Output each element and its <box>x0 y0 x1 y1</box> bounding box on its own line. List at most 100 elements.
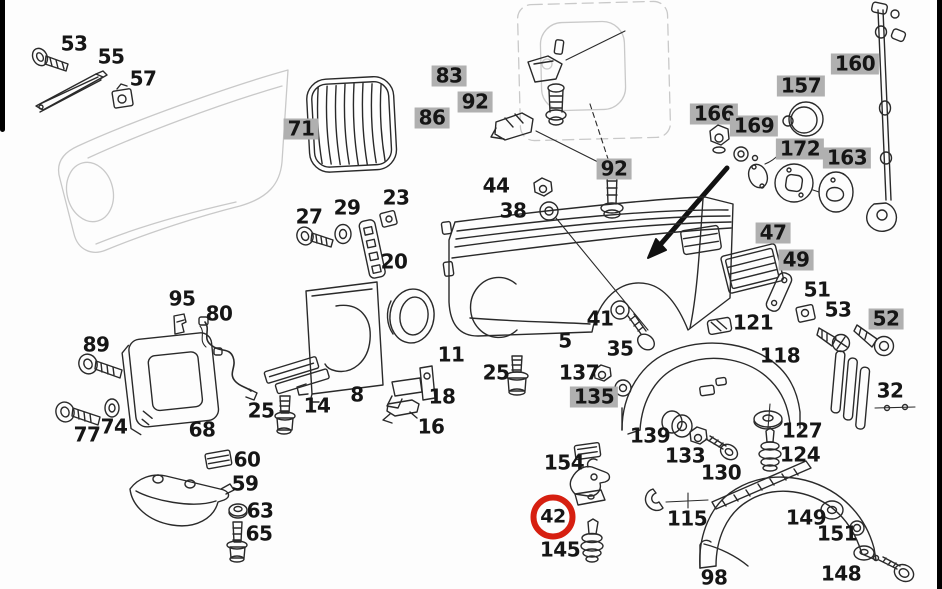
part-label-135: 135 <box>569 386 619 408</box>
stud-124-art <box>758 427 782 472</box>
part-label-86: 86 <box>414 107 450 129</box>
part-label-59: 59 <box>231 471 259 496</box>
part-label-47: 47 <box>755 222 791 244</box>
part-label-20: 20 <box>380 249 408 274</box>
part-label-74: 74 <box>100 414 128 439</box>
screw-65-art <box>226 521 248 563</box>
grille-71-art <box>306 76 398 173</box>
part-label-166: 166 <box>689 103 739 125</box>
harness-80-art <box>198 316 258 401</box>
screw-53-right-art <box>816 327 851 353</box>
part-label-53: 53 <box>60 31 88 56</box>
cover-163-art <box>812 171 854 213</box>
part-label-38: 38 <box>499 198 527 223</box>
washer-41-art <box>610 300 630 320</box>
clip-154-art <box>573 441 602 461</box>
ring-151-art <box>849 520 865 536</box>
part-label-25: 25 <box>482 360 510 385</box>
part-label-44: 44 <box>482 173 510 198</box>
part-label-35: 35 <box>606 336 634 361</box>
part-label-127: 127 <box>781 418 823 443</box>
part-label-16: 16 <box>417 414 445 439</box>
screw-77-art <box>55 401 101 426</box>
part-label-115: 115 <box>666 506 708 531</box>
part-label-130: 130 <box>700 460 742 485</box>
part-label-55: 55 <box>97 44 125 69</box>
washer-74-art <box>104 398 120 418</box>
part-label-169: 169 <box>729 115 779 137</box>
strip-20-art <box>358 219 386 279</box>
clip-115-art <box>644 488 709 512</box>
washer-149-art <box>820 500 844 520</box>
part-label-8: 8 <box>350 382 364 407</box>
vent-47-art <box>720 243 785 294</box>
part-label-51: 51 <box>803 277 831 302</box>
part-label-83: 83 <box>431 65 467 87</box>
part-label-92: 92 <box>596 158 632 180</box>
washer-148-art <box>853 545 875 561</box>
fender-panel-art <box>440 196 734 339</box>
ring-11-art <box>386 288 435 344</box>
part-label-60: 60 <box>233 447 261 472</box>
part-label-29: 29 <box>333 195 361 220</box>
panel-8-art <box>296 281 384 403</box>
part-label-89: 89 <box>82 332 110 357</box>
part-label-149: 149 <box>785 505 827 530</box>
washer-63-art <box>228 503 248 519</box>
strips-32-art <box>830 350 916 430</box>
antenna-160-art <box>866 1 907 232</box>
washer-127-art <box>753 410 783 430</box>
clip-60-art <box>204 449 233 470</box>
part-label-23: 23 <box>382 185 410 210</box>
part-label-25: 25 <box>247 398 275 423</box>
part-label-52: 52 <box>868 308 904 330</box>
screw-92a-art <box>545 83 567 126</box>
part-label-77: 77 <box>73 422 101 447</box>
part-label-118: 118 <box>759 343 801 368</box>
bracket-18-art <box>386 365 436 409</box>
bracket-16-art <box>382 399 420 424</box>
stud-145-art <box>580 518 604 563</box>
part-label-145: 145 <box>539 537 581 562</box>
part-label-139: 139 <box>629 423 671 448</box>
clip-57-art <box>111 83 134 109</box>
bolt-25-center-art <box>505 355 529 396</box>
nut-44-art <box>533 177 553 197</box>
base-plate-172-art <box>774 163 814 203</box>
rivet-52-art <box>853 324 895 357</box>
clip-121-art <box>706 316 733 336</box>
bumper-cap-59-art <box>129 474 235 527</box>
photo-edge-bar-left <box>0 0 5 132</box>
part-label-151: 151 <box>816 521 858 546</box>
part-label-95: 95 <box>168 286 196 311</box>
bolt-35-art <box>627 313 655 351</box>
latch-83-art <box>527 30 626 83</box>
part-label-18: 18 <box>428 384 456 409</box>
part-label-57: 57 <box>129 66 157 91</box>
screw-53-art <box>31 47 69 72</box>
faint-windshield-frame-outline <box>57 69 289 253</box>
wheelhouse-118-art <box>621 342 801 435</box>
part-label-5: 5 <box>558 328 572 353</box>
part-label-157: 157 <box>776 75 826 97</box>
part-label-163: 163 <box>822 147 872 169</box>
clip-51-art <box>795 303 816 323</box>
part-label-121: 121 <box>732 310 774 335</box>
clip-23-art <box>379 209 398 228</box>
bolt-148-art <box>872 554 915 583</box>
part-label-14: 14 <box>303 393 331 418</box>
part-label-65: 65 <box>245 521 273 546</box>
bolt-130-art <box>705 435 739 461</box>
part-label-11: 11 <box>437 342 465 367</box>
grommet-169-art <box>733 146 759 162</box>
washer-38-art <box>539 201 649 331</box>
photo-edge-bar-right <box>937 0 942 589</box>
part-label-32: 32 <box>876 378 904 403</box>
part-label-124: 124 <box>779 442 821 467</box>
washer-29-art <box>334 223 352 245</box>
part-label-27: 27 <box>295 204 323 229</box>
part-label-63: 63 <box>246 498 274 523</box>
nut-133-art <box>689 426 708 445</box>
